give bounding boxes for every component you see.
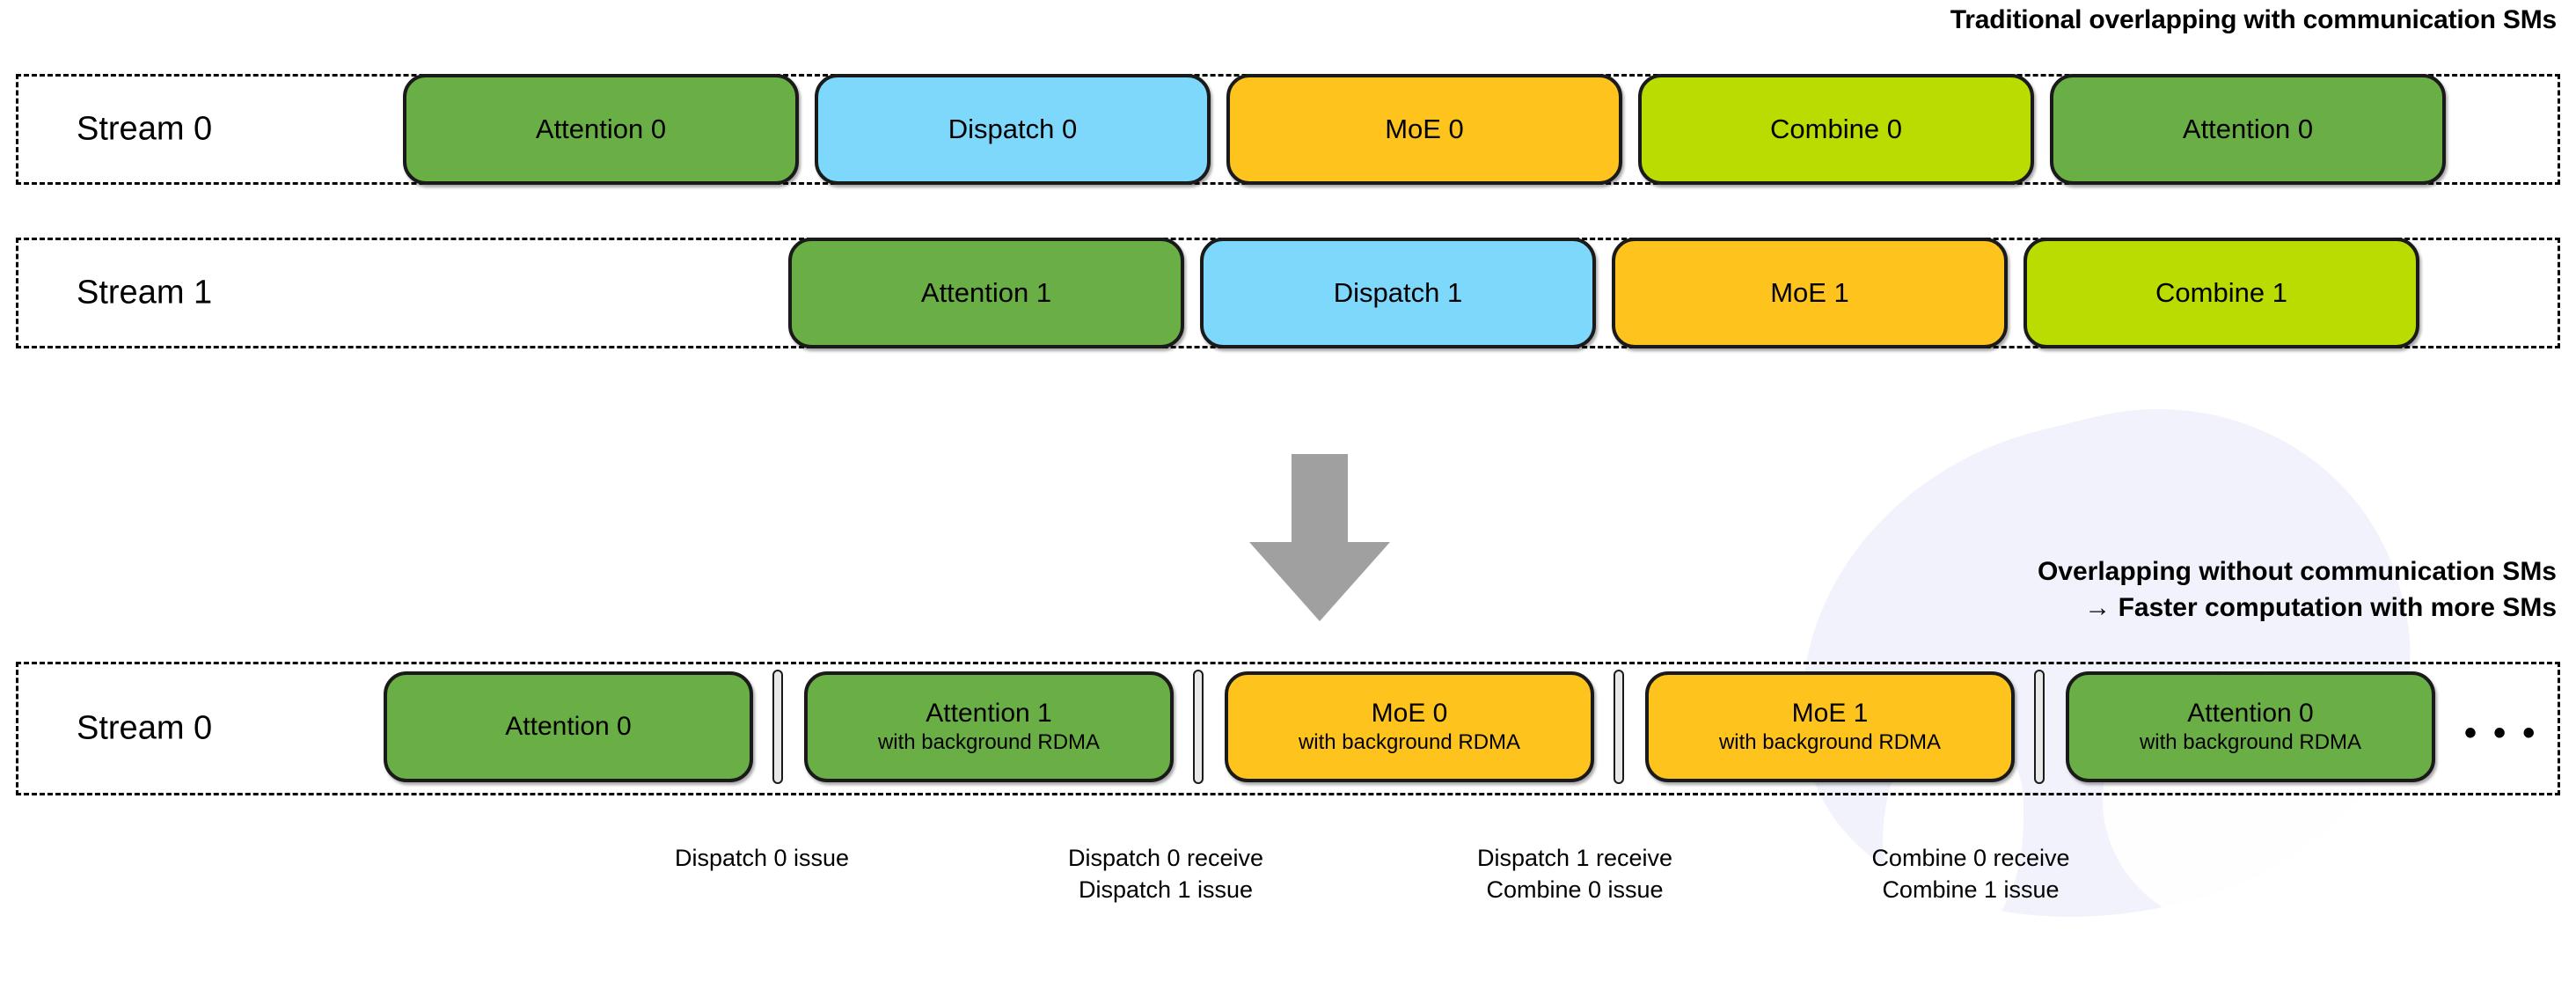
note-line1: Combine 0 receive xyxy=(1871,845,2070,871)
note-dispatch-0-issue: Dispatch 0 issue xyxy=(675,843,849,875)
lane-optimized-stream0: Stream 0 Attention 0 Attention 1 with ba… xyxy=(16,662,2560,795)
note-line1: Dispatch 1 receive xyxy=(1476,845,1673,871)
block-combine-1-s1[interactable]: Combine 1 xyxy=(2023,238,2419,348)
lane-label-stream0-traditional: Stream 0 xyxy=(77,110,213,148)
separator-bar-4 xyxy=(2034,670,2045,784)
separator-bar-3 xyxy=(1614,670,1624,784)
block-title: Combine 1 xyxy=(2155,277,2287,309)
block-attention-0-s0[interactable]: Attention 0 xyxy=(403,74,799,185)
block-moe-1-opt[interactable]: MoE 1 with background RDMA xyxy=(1645,671,2015,782)
block-moe-1-s1[interactable]: MoE 1 xyxy=(1612,238,2008,348)
heading-traditional: Traditional overlapping with communicati… xyxy=(1950,5,2557,34)
note-dispatch-0-receive: Dispatch 0 receive Dispatch 1 issue xyxy=(1068,843,1263,905)
block-title: MoE 1 xyxy=(1770,277,1849,309)
note-line1: Dispatch 0 receive xyxy=(1067,845,1264,871)
block-title: Attention 0 xyxy=(505,711,632,741)
block-attention-1-opt[interactable]: Attention 1 with background RDMA xyxy=(804,671,1174,782)
heading-optimized-line1: Overlapping without communication SMs xyxy=(2037,557,2557,586)
block-title: Attention 1 xyxy=(926,698,1052,728)
block-title: MoE 1 xyxy=(1791,698,1869,728)
diagram-canvas: Traditional overlapping with communicati… xyxy=(16,5,2560,905)
block-title: Dispatch 1 xyxy=(1333,277,1463,309)
lane-traditional-stream1: Stream 1 Attention 1 Dispatch 1 MoE 1 Co… xyxy=(16,238,2560,348)
block-attention-1-s1[interactable]: Attention 1 xyxy=(788,238,1184,348)
lane-label-stream0-optimized: Stream 0 xyxy=(77,709,213,747)
block-attention-0-opt[interactable]: Attention 0 xyxy=(384,671,753,782)
ellipsis-icon: • • • xyxy=(2464,714,2539,752)
block-dispatch-1-s1[interactable]: Dispatch 1 xyxy=(1200,238,1596,348)
block-title: Attention 0 xyxy=(2182,114,2314,145)
block-title: Attention 1 xyxy=(920,277,1052,309)
lane-label-stream1-traditional: Stream 1 xyxy=(77,274,213,311)
block-subtitle: with background RDMA xyxy=(1298,730,1521,755)
heading-optimized-line2: → Faster computation with more SMs xyxy=(2084,592,2557,622)
block-subtitle: with background RDMA xyxy=(877,730,1101,755)
note-line2: Combine 0 issue xyxy=(1486,876,1664,903)
note-combine-0-receive: Combine 0 receive Combine 1 issue xyxy=(1871,843,2069,905)
note-line1: Dispatch 0 issue xyxy=(674,845,850,871)
block-moe-0-s0[interactable]: MoE 0 xyxy=(1226,74,1622,185)
heading-optimized: Overlapping without communication SMs → … xyxy=(2038,554,2557,626)
lane-traditional-stream0: Stream 0 Attention 0 Dispatch 0 MoE 0 Co… xyxy=(16,74,2560,185)
separator-bar-1 xyxy=(772,670,783,784)
block-attention-0b-s0[interactable]: Attention 0 xyxy=(2050,74,2446,185)
block-dispatch-0-s0[interactable]: Dispatch 0 xyxy=(815,74,1211,185)
block-title: Attention 0 xyxy=(2187,698,2314,728)
block-attention-0c-opt[interactable]: Attention 0 with background RDMA xyxy=(2066,671,2435,782)
block-title: MoE 0 xyxy=(1385,114,1464,145)
down-arrow-icon xyxy=(1232,454,1408,630)
note-line2: Combine 1 issue xyxy=(1882,876,2060,903)
note-line2: Dispatch 1 issue xyxy=(1078,876,1254,903)
separator-bar-2 xyxy=(1193,670,1204,784)
block-combine-0-s0[interactable]: Combine 0 xyxy=(1638,74,2034,185)
note-dispatch-1-receive: Dispatch 1 receive Combine 0 issue xyxy=(1477,843,1672,905)
block-moe-0-opt[interactable]: MoE 0 with background RDMA xyxy=(1225,671,1594,782)
block-title: Combine 0 xyxy=(1770,114,1902,145)
block-title: Dispatch 0 xyxy=(948,114,1078,145)
block-title: MoE 0 xyxy=(1371,698,1448,728)
block-subtitle: with background RDMA xyxy=(1718,730,1942,755)
block-title: Attention 0 xyxy=(535,114,667,145)
block-subtitle: with background RDMA xyxy=(2139,730,2362,755)
